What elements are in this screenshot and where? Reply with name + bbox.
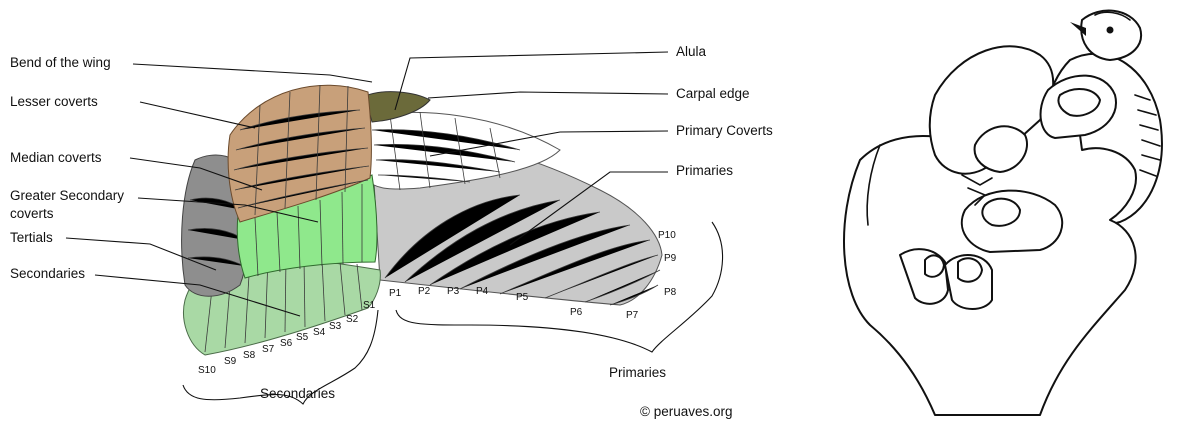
code-s7: S7 [262,344,275,355]
credit-text: © peruaves.org [640,404,733,419]
thumbnail [982,199,1020,226]
label-alula: Alula [676,44,707,59]
leader-lesser-coverts [140,102,255,128]
wing-illustration [182,85,662,355]
nail-lower-2 [958,258,982,281]
brace-label-secondaries: Secondaries [260,386,335,401]
hand-holding-bird-illustration [844,11,1162,415]
nail-lower-1 [925,255,944,276]
code-s4: S4 [313,327,326,338]
bird-eye [1107,27,1114,34]
code-p2: P2 [418,286,431,297]
code-p10: P10 [658,230,676,241]
label-bend-of-wing: Bend of the wing [10,55,111,70]
label-greater-secondary-coverts-2: coverts [10,206,54,221]
label-greater-secondary-coverts-1: Greater Secondary [10,188,124,203]
label-primary-coverts: Primary Coverts [676,123,773,138]
code-s10: S10 [198,365,216,376]
leader-bend-of-wing [133,64,372,82]
label-secondaries-left: Secondaries [10,266,85,281]
code-p4: P4 [476,286,489,297]
code-p8: P8 [664,287,677,298]
code-p1: P1 [389,288,402,299]
code-p5: P5 [516,292,529,303]
label-median-coverts: Median coverts [10,150,102,165]
code-p9: P9 [664,253,677,264]
code-s3: S3 [329,321,342,332]
label-lesser-coverts: Lesser coverts [10,94,98,109]
brace-label-primaries: Primaries [609,365,666,380]
leader-alula [395,52,668,110]
code-s2: S2 [346,314,359,325]
code-s9: S9 [224,356,237,367]
code-s1: S1 [363,300,376,311]
label-carpal-edge: Carpal edge [676,86,750,101]
label-tertials: Tertials [10,230,53,245]
code-s6: S6 [280,338,293,349]
code-s5: S5 [296,332,309,343]
code-p6: P6 [570,307,583,318]
code-s8: S8 [243,350,256,361]
leader-carpal-edge [428,92,668,98]
code-p3: P3 [447,286,460,297]
label-primaries-right: Primaries [676,163,733,178]
bird-head [1081,11,1141,60]
code-p7: P7 [626,310,639,321]
